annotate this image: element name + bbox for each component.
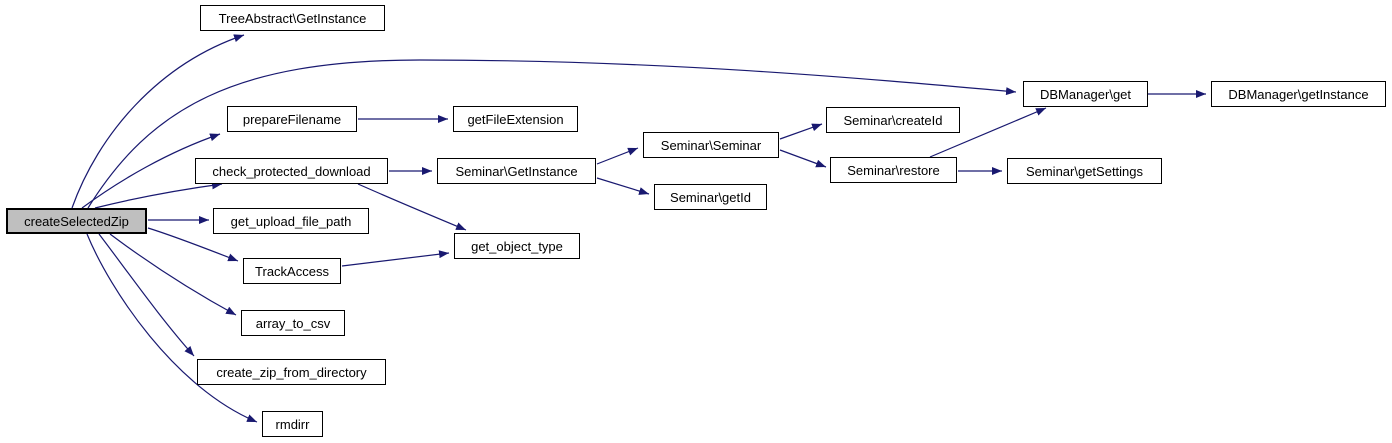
node-treeabstract-getinstance[interactable]: TreeAbstract\GetInstance (200, 5, 385, 31)
node-seminar-getid[interactable]: Seminar\getId (654, 184, 767, 210)
edge-SeminarRestore-DBManagerGet (929, 107, 1047, 158)
node-array-to-csv[interactable]: array_to_csv (241, 310, 345, 336)
node-get-upload-file-path[interactable]: get_upload_file_path (213, 208, 369, 234)
node-seminar-createid[interactable]: Seminar\createId (826, 107, 960, 133)
node-seminar-getsettings[interactable]: Seminar\getSettings (1007, 158, 1162, 184)
node-seminar-seminar[interactable]: Seminar\Seminar (643, 132, 779, 158)
node-create-selected-zip: createSelectedZip (6, 208, 147, 234)
node-dbmanager-get[interactable]: DBManager\get (1023, 81, 1148, 107)
node-track-access[interactable]: TrackAccess (243, 258, 341, 284)
node-get-file-extension[interactable]: getFileExtension (453, 106, 578, 132)
node-dbmanager-getinstance[interactable]: DBManager\getInstance (1211, 81, 1386, 107)
node-prepare-filename[interactable]: prepareFilename (227, 106, 357, 132)
edge-SeminarSeminar-SeminarCreateId (779, 123, 823, 140)
edge-createSelectedZip-checkProtectedDownload (94, 181, 223, 209)
edge-createSelectedZip-rmdirr (86, 233, 258, 423)
edge-TrackAccess-getObjectType (341, 250, 450, 267)
edge-createSelectedZip-createZipFromDirectory (98, 233, 195, 357)
edge-createSelectedZip-TreeAbstractGetInstance (71, 34, 245, 209)
node-create-zip-from-directory[interactable]: create_zip_from_directory (197, 359, 386, 385)
edge-createSelectedZip-prepareFilename (81, 133, 221, 209)
node-seminar-getinstance[interactable]: Seminar\GetInstance (437, 158, 596, 184)
edge-SeminarGetInstance-SeminarGetId (596, 177, 650, 195)
node-get-object-type[interactable]: get_object_type (454, 233, 580, 259)
edge-createSelectedZip-DBManagerGet (87, 59, 1017, 209)
edge-SeminarSeminar-SeminarRestore (779, 149, 827, 168)
edge-SeminarGetInstance-SeminarSeminar (596, 147, 639, 165)
node-rmdirr[interactable]: rmdirr (262, 411, 323, 437)
node-check-protected-download[interactable]: check_protected_download (195, 158, 388, 184)
edge-checkProtectedDownload-getObjectType (357, 183, 467, 231)
node-seminar-restore[interactable]: Seminar\restore (830, 157, 957, 183)
edge-createSelectedZip-TrackAccess (147, 227, 239, 262)
edge-createSelectedZip-arrayToCsv (109, 233, 237, 316)
